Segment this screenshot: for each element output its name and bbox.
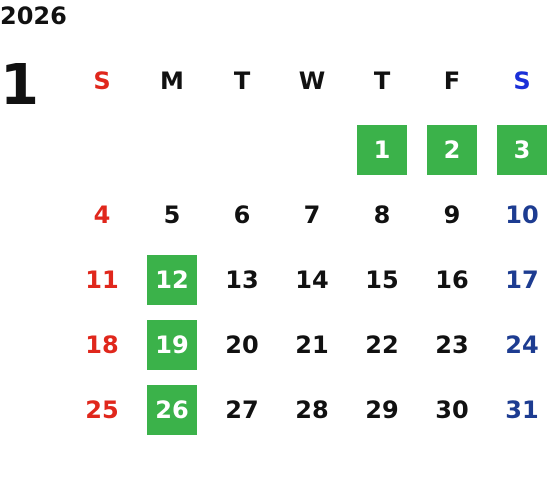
weekday-header-mon: M — [160, 67, 184, 95]
day-cell[interactable]: 10 — [505, 201, 539, 229]
day-cell[interactable]: 18 — [85, 331, 119, 359]
day-cell[interactable]: 9 — [443, 201, 461, 229]
weekday-header-sat: S — [513, 67, 531, 95]
year-label: 2026 — [0, 2, 67, 30]
day-cell[interactable]: 8 — [373, 201, 391, 229]
day-cell[interactable]: 27 — [225, 396, 259, 424]
day-cell[interactable]: 11 — [85, 266, 119, 294]
day-cell[interactable]: 23 — [435, 331, 469, 359]
day-cell[interactable]: 20 — [225, 331, 259, 359]
day-cell[interactable]: 14 — [295, 266, 329, 294]
day-cell[interactable]: 4 — [93, 201, 111, 229]
day-cell[interactable]: 21 — [295, 331, 329, 359]
day-cell[interactable]: 2 — [427, 125, 477, 175]
month-label: 1 — [0, 53, 39, 118]
day-cell[interactable]: 17 — [505, 266, 539, 294]
day-cell[interactable]: 22 — [365, 331, 399, 359]
day-cell[interactable]: 5 — [163, 201, 181, 229]
day-cell[interactable]: 3 — [497, 125, 547, 175]
day-cell[interactable]: 19 — [147, 320, 197, 370]
day-cell[interactable]: 26 — [147, 385, 197, 435]
day-cell[interactable]: 24 — [505, 331, 539, 359]
day-cell[interactable]: 6 — [233, 201, 251, 229]
day-cell[interactable]: 1 — [357, 125, 407, 175]
weekday-header-sun: S — [93, 67, 111, 95]
weekday-header-tue: T — [233, 67, 251, 95]
day-cell[interactable]: 7 — [303, 201, 321, 229]
day-cell[interactable]: 28 — [295, 396, 329, 424]
day-cell[interactable]: 16 — [435, 266, 469, 294]
weekday-header-wed: W — [298, 67, 326, 95]
weekday-header-thu: T — [373, 67, 391, 95]
day-cell[interactable]: 31 — [505, 396, 539, 424]
day-cell[interactable]: 29 — [365, 396, 399, 424]
day-cell[interactable]: 25 — [85, 396, 119, 424]
day-cell[interactable]: 13 — [225, 266, 259, 294]
day-cell[interactable]: 12 — [147, 255, 197, 305]
weekday-header-fri: F — [443, 67, 461, 95]
day-cell[interactable]: 15 — [365, 266, 399, 294]
day-cell[interactable]: 30 — [435, 396, 469, 424]
